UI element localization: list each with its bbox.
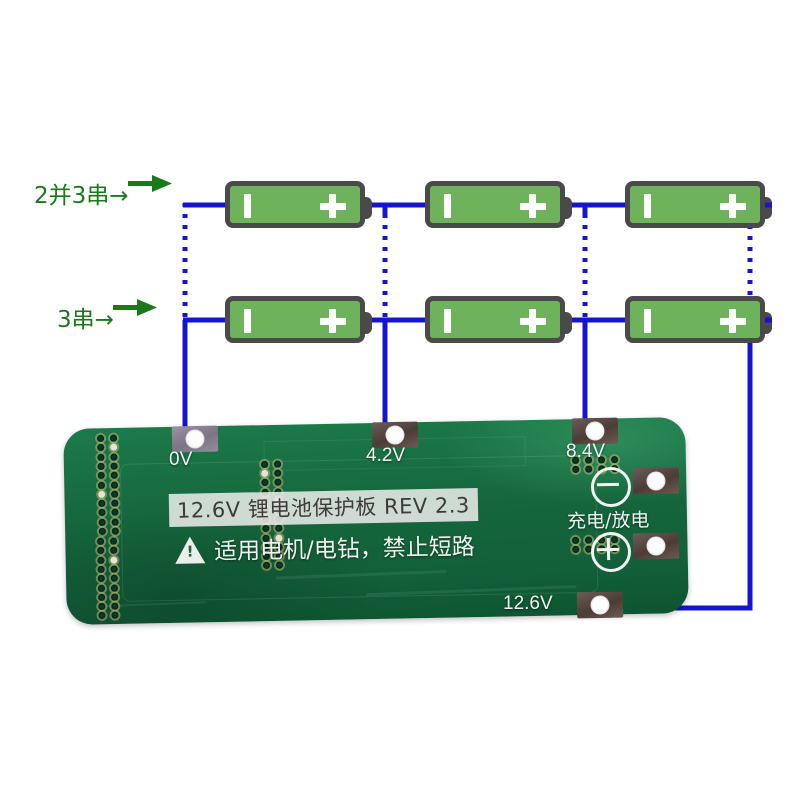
arrow-3s-icon (113, 299, 157, 316)
silkscreen-warning: ! 适用电机/电钻，禁止短路 (174, 527, 476, 567)
through-hole (97, 584, 106, 592)
battery-negative-icon (644, 194, 651, 218)
pcb-silk-outline (119, 454, 599, 602)
battery-negative-icon (444, 309, 451, 333)
pad-4-2v-label: 4.2V (366, 445, 406, 466)
pad-12-6v[interactable] (576, 591, 624, 619)
through-hole (97, 556, 105, 564)
battery-negative-icon (244, 309, 251, 333)
annotation-3-series: 3串→ (57, 307, 114, 333)
through-hole (110, 556, 118, 564)
through-hole (110, 453, 118, 461)
annotation-arrows (113, 175, 172, 316)
through-hole (97, 565, 105, 573)
bms-board: 0V 4.2V 8.4V 12.6V 充电/放电 12.6V 锂电池保护板 RE… (55, 405, 695, 645)
battery-cell-top-1 (225, 181, 372, 228)
warning-triangle-icon: ! (174, 535, 206, 564)
through-hole (610, 456, 619, 464)
through-hole (98, 518, 106, 526)
silkscreen-title: 12.6V 锂电池保护板 REV 2.3 (168, 488, 479, 527)
annotation-2-parallel-3-series: 2并3串→ (34, 183, 129, 209)
pad-12-6v-label: 12.6V (503, 593, 553, 614)
battery-cell-bottom-1 (225, 296, 372, 343)
battery-cell-bottom-2 (425, 296, 572, 343)
through-hole (97, 481, 106, 489)
battery-positive-icon (320, 194, 346, 218)
through-hole (585, 465, 593, 473)
through-hole (110, 584, 119, 592)
battery-positive-icon (320, 309, 346, 333)
battery-positive-icon (520, 194, 546, 218)
through-hole (111, 518, 119, 526)
through-hole (110, 565, 118, 573)
silkscreen-warning-text: 适用电机/电钻，禁止短路 (213, 534, 476, 566)
through-hole (98, 593, 106, 601)
through-hole (273, 460, 282, 468)
through-hole (111, 593, 119, 601)
through-hole (111, 490, 119, 498)
battery-positive-icon (520, 309, 546, 333)
pad-0v-label: 0V (169, 449, 193, 470)
output-label: 充电/放电 (566, 509, 650, 533)
battery-positive-icon (720, 194, 746, 218)
battery-negative-icon (444, 194, 451, 218)
output-pad-negative[interactable] (632, 467, 680, 495)
through-hole (97, 462, 105, 470)
through-hole (98, 490, 106, 498)
through-hole (109, 537, 118, 545)
battery-cell-top-3 (625, 181, 772, 228)
through-hole (110, 462, 118, 470)
pad-8-4v-label: 8.4V (566, 441, 606, 462)
arrow-2p3s-icon (128, 175, 172, 192)
through-hole (97, 453, 105, 461)
through-hole (109, 434, 118, 442)
battery-negative-icon (244, 194, 251, 218)
battery-cell-bottom-3 (625, 296, 772, 343)
battery-positive-icon (720, 309, 746, 333)
through-hole (110, 481, 119, 489)
battery-cell-top-2 (425, 181, 572, 228)
through-hole (584, 536, 593, 544)
output-pad-positive[interactable] (632, 532, 680, 560)
battery-negative-icon (644, 309, 651, 333)
